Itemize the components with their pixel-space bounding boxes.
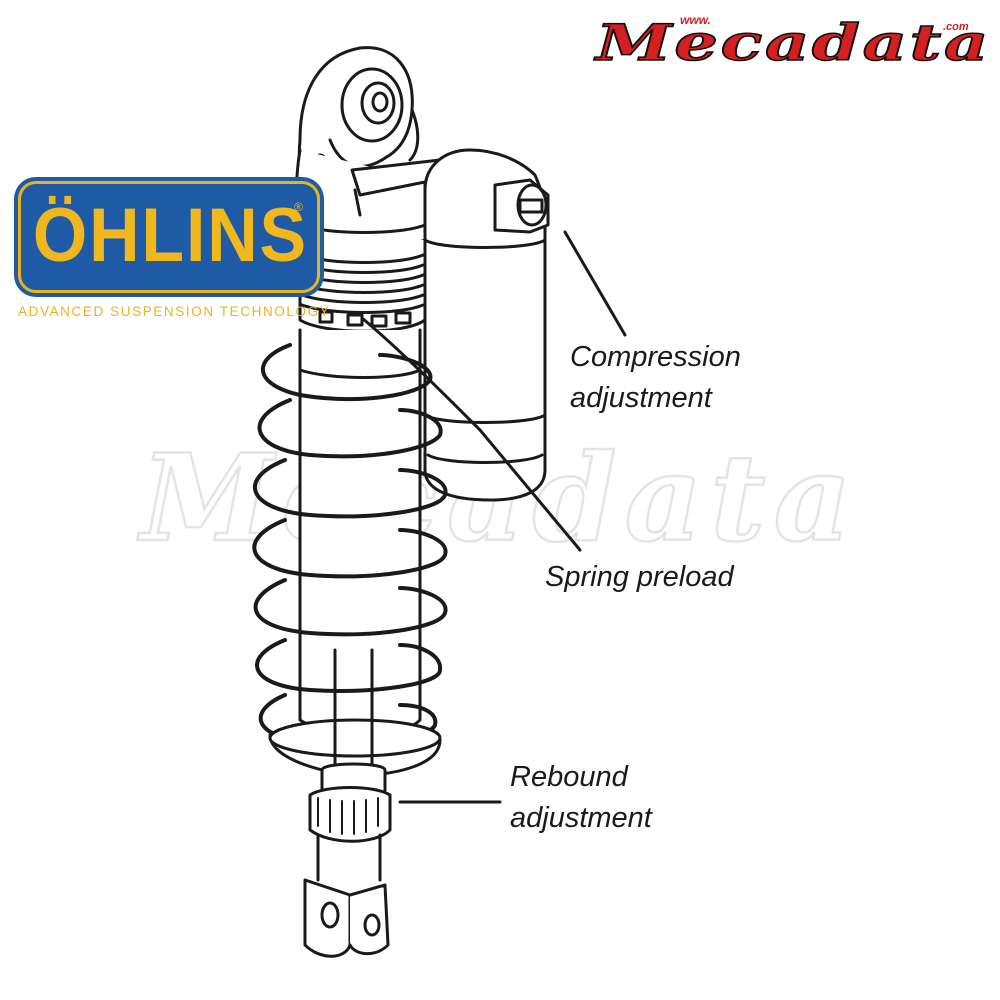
shaft-rebound-section: [308, 648, 392, 882]
mecadata-suffix: .com: [943, 21, 969, 33]
ohlins-wordmark: ÖHLINS: [32, 193, 309, 278]
registered-mark: ®: [294, 200, 303, 214]
ohlins-plate: ÖHLINS ®: [18, 181, 320, 293]
rebound-line-1: Rebound: [510, 761, 628, 793]
mecadata-wordmark: Mecadata: [593, 13, 991, 68]
preload-collar: [298, 238, 427, 333]
compression-leader: [563, 230, 627, 337]
compression-knob: [493, 178, 550, 234]
damper-body: [298, 328, 422, 737]
leader-lines: [360, 230, 627, 804]
mecadata-prefix: www.: [680, 13, 711, 27]
compression-line-2: adjustment: [570, 382, 712, 414]
compression-line-1: Compression: [570, 341, 741, 373]
rebound-line-2: adjustment: [510, 802, 652, 834]
preload-leader: [360, 316, 582, 552]
bottom-clevis: [303, 878, 390, 958]
coil-spring: [252, 343, 448, 746]
reservoir-canister: [423, 148, 547, 502]
ohlins-tagline: ADVANCED SUSPENSION TECHNOLOGY: [18, 304, 331, 319]
rebound-adjustment-label: Rebound adjustment: [510, 757, 652, 839]
mecadata-logo: www. Mecadata .com: [593, 12, 991, 68]
spring-preload-label: Spring preload: [545, 561, 734, 593]
ohlins-logo: ÖHLINS ® ADVANCED SUSPENSION TECHNOLOGY: [18, 181, 330, 319]
compression-adjustment-label: Compression adjustment: [570, 337, 741, 419]
